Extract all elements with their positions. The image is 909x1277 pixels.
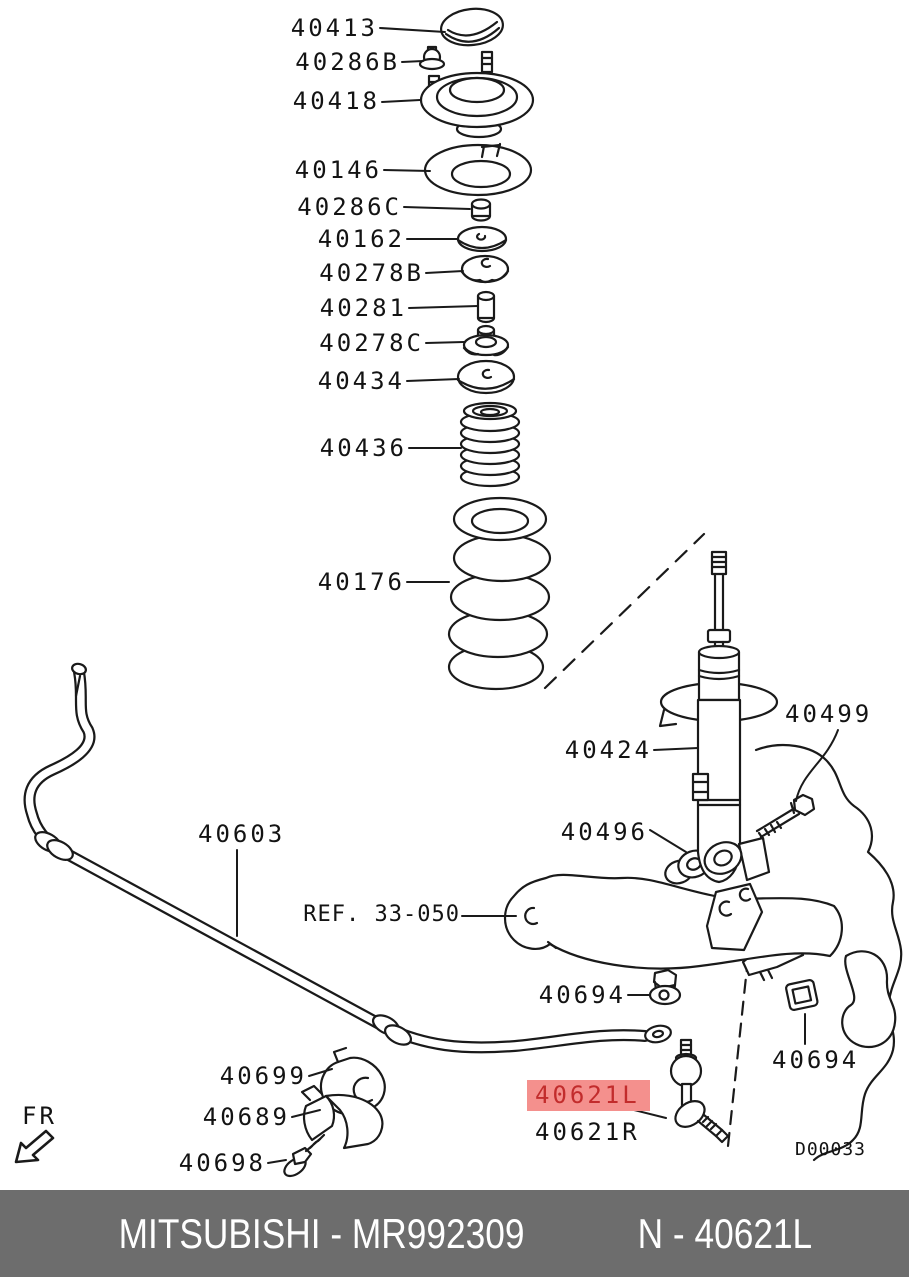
shock-absorber-drawing [658, 550, 779, 884]
strut-mount-parts-drawing [418, 7, 535, 395]
fr-direction-label: FR [22, 1102, 57, 1130]
part-label-40496[interactable]: 40496 [560, 818, 648, 846]
part-label-40434[interactable]: 40434 [317, 367, 405, 395]
part-label-40436[interactable]: 40436 [319, 434, 407, 462]
dust-boot-drawing [459, 401, 521, 488]
lower-arm-drawing [503, 873, 843, 970]
part-label-40286B[interactable]: 40286B [295, 48, 400, 76]
ref-label-33-050[interactable]: REF. 33-050 [303, 902, 460, 927]
part-label-40424[interactable]: 40424 [564, 736, 652, 764]
part-label-40162[interactable]: 40162 [317, 225, 405, 253]
nut-40694-upper-drawing [648, 968, 682, 1006]
coil-spring-drawing [447, 496, 552, 691]
footer-catalog-part-number: N - 40621L [637, 1209, 813, 1257]
part-label-40621R[interactable]: 40621R [535, 1118, 640, 1146]
nut-40694-lower-drawing [785, 979, 819, 1012]
part-label-40694-lower[interactable]: 40694 [772, 1046, 860, 1074]
part-label-40603[interactable]: 40603 [198, 820, 286, 848]
stabilizer-link-drawing [669, 1038, 730, 1144]
part-label-40694-upper[interactable]: 40694 [538, 981, 626, 1009]
part-label-40278C[interactable]: 40278C [319, 329, 424, 357]
drawing-code: D00033 [795, 1139, 867, 1160]
stabilizer-bushing-bracket-drawing [283, 1046, 386, 1178]
part-label-40621L-highlighted[interactable]: 40621L [527, 1080, 650, 1111]
part-label-40286C[interactable]: 40286C [297, 193, 402, 221]
leader-lines [236, 27, 839, 1164]
part-label-40278B[interactable]: 40278B [319, 259, 424, 287]
part-label-40699[interactable]: 40699 [219, 1062, 307, 1090]
dashed-assembly-lines [543, 532, 750, 1148]
part-label-40146[interactable]: 40146 [294, 156, 382, 184]
part-label-40499[interactable]: 40499 [785, 700, 873, 728]
part-label-40281[interactable]: 40281 [319, 294, 407, 322]
footer-bar: MITSUBISHI - MR992309 N - 40621L [0, 1190, 909, 1277]
part-label-40413[interactable]: 40413 [290, 14, 378, 42]
stabilizer-bar-drawing [23, 662, 672, 1054]
bolt-40499-drawing [755, 793, 816, 841]
footer-brand-part-number: MITSUBISHI - MR992309 [118, 1209, 525, 1257]
part-label-40176[interactable]: 40176 [317, 568, 405, 596]
part-label-40689[interactable]: 40689 [202, 1103, 290, 1131]
fr-direction-arrow [14, 1129, 55, 1164]
part-label-40698[interactable]: 40698 [178, 1149, 266, 1177]
part-label-40418[interactable]: 40418 [292, 87, 380, 115]
